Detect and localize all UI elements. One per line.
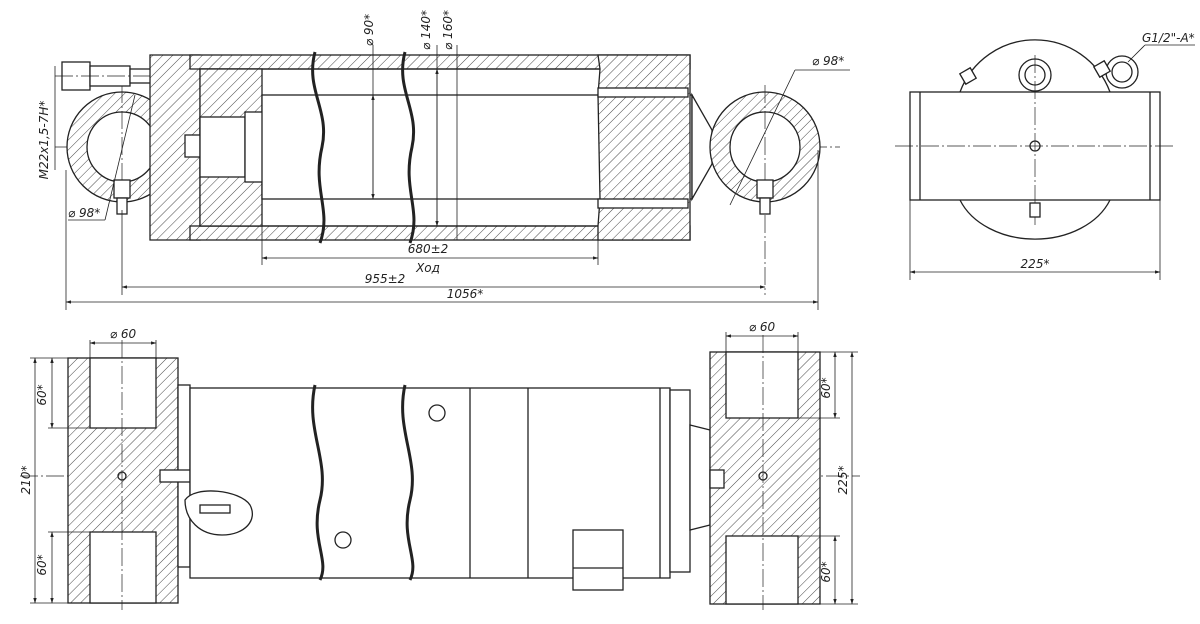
label-dia-90: ⌀ 90* [362,14,376,46]
label-dia-98-left: ⌀ 98* [68,206,100,220]
side-section-view: ⌀ 90* ⌀ 140* ⌀ 160* M22x1,5-7H* ⌀ 98* ⌀ … [37,10,850,310]
label-dim-60-right-bottom: 60* [819,561,833,582]
label-length-1056: 1056* [447,287,484,301]
label-dia-140: ⌀ 140* [419,10,433,50]
label-stroke-word: Ход [415,261,440,275]
end-view: G1/2"-A* 225* [895,31,1195,280]
label-dim-225-right: 225* [836,466,850,495]
label-dim-210: 210* [19,466,33,495]
label-dia-60-right: ⌀ 60 [749,320,776,334]
label-width-225-top: 225* [1021,257,1050,271]
label-dia-98-right: ⌀ 98* [812,54,844,68]
plan-view: ⌀ 60 ⌀ 60 210* 60* 60* 225* 60* 60* [19,320,860,610]
label-dia-60-left: ⌀ 60 [110,327,137,341]
label-port: G1/2"-A* [1142,31,1195,45]
label-dim-60-left-top: 60* [35,384,49,405]
label-thread: M22x1,5-7H* [37,101,51,180]
label-dim-60-left-bottom: 60* [35,554,49,575]
right-eye [709,85,821,295]
label-length-955: 955±2 [365,272,406,286]
right-bushing [709,335,821,610]
piston [199,68,264,227]
label-dia-160: ⌀ 160* [441,10,455,50]
cylinder-body [184,384,711,591]
label-stroke-value: 680±2 [408,242,449,256]
gland [597,54,691,241]
label-dim-60-right-top: 60* [819,377,833,398]
